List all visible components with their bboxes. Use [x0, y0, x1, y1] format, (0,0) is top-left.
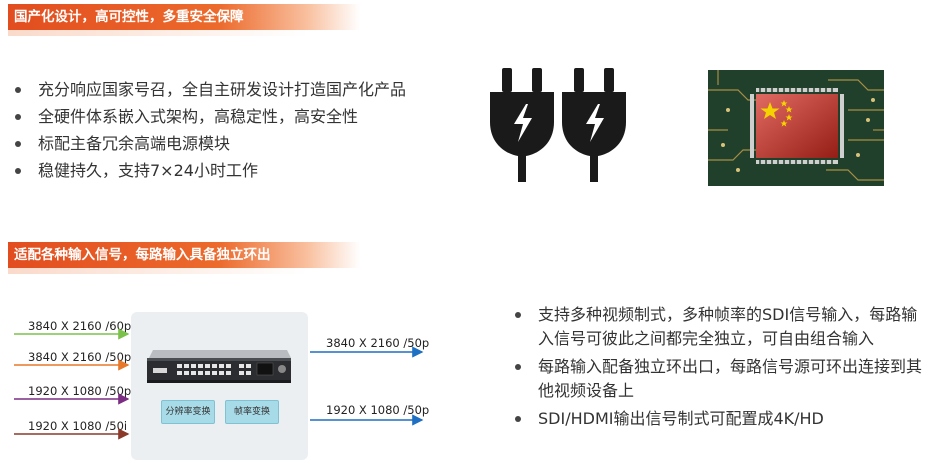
list-item: 稳健持久，支持7×24小时工作	[10, 157, 470, 184]
list-item: 标配主备冗余高端电源模块	[10, 130, 470, 157]
input-signal-label: 1920 X 1080 /50i	[28, 419, 128, 433]
rack-device-image	[147, 350, 291, 383]
list-item: 全硬件体系嵌入式架构，高稳定性，高安全性	[10, 103, 470, 130]
output-signal-label: 1920 X 1080 /50p	[326, 403, 430, 417]
input-signal-label: 3840 X 2160 /50p	[28, 350, 132, 364]
list-item: 每路输入配备独立环出口，每路信号源可环出连接到其他视频设备上	[510, 355, 922, 403]
list-item: 充分响应国家号召，全自主研发设计打造国产化产品	[10, 76, 470, 103]
list-item: 支持多种视频制式，多种帧率的SDI信号输入，每路输入信号可彼此之间都完全独立，可…	[510, 303, 922, 351]
section-title-underline	[8, 30, 308, 36]
section-title-underline	[8, 268, 308, 274]
input-signal-label: 3840 X 2160 /60p	[28, 319, 132, 333]
input-signal-label: 1920 X 1080 /50p	[28, 384, 132, 398]
device-diagram-panel	[131, 312, 308, 460]
china-chip-image	[708, 70, 884, 186]
power-plug-icon	[562, 68, 626, 182]
section-title-input-signals: 适配各种输入信号，每路输入具备独立环出	[8, 242, 360, 268]
feature-list-security: 充分响应国家号召，全自主研发设计打造国产化产品 全硬件体系嵌入式架构，高稳定性，…	[10, 76, 470, 184]
list-item: SDI/HDMI输出信号制式可配置成4K/HD	[510, 407, 922, 431]
framerate-convert-button: 帧率变换	[225, 400, 279, 424]
power-plug-icon	[490, 68, 554, 182]
section-title-security: 国产化设计，高可控性，多重安全保障	[8, 4, 360, 30]
resolution-convert-button: 分辨率变换	[161, 400, 215, 424]
output-signal-label: 3840 X 2160 /50p	[326, 336, 430, 350]
feature-list-signals: 支持多种视频制式，多种帧率的SDI信号输入，每路输入信号可彼此之间都完全独立，可…	[510, 303, 922, 435]
